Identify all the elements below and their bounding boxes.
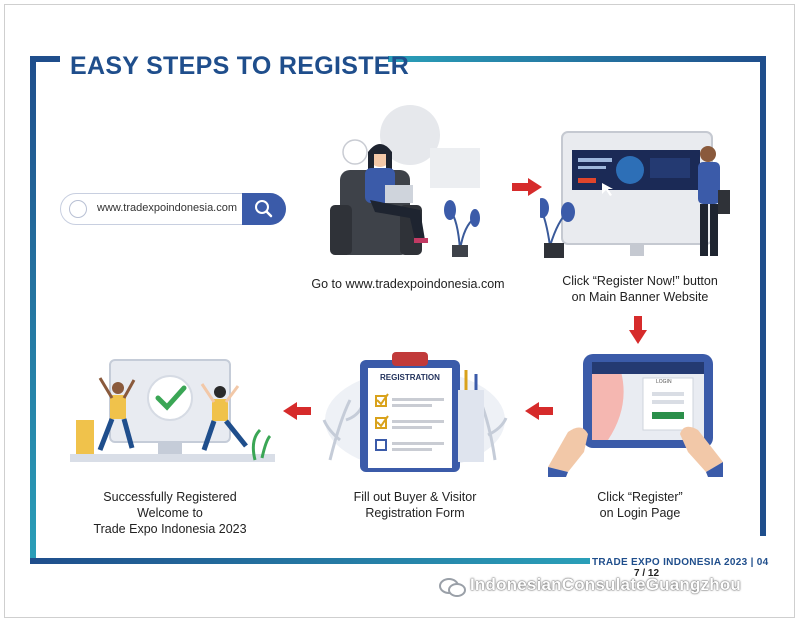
frame-top-left [30, 56, 60, 62]
search-icon [255, 200, 273, 218]
frame-right [760, 56, 766, 536]
step3-caption-line: on Login Page [599, 506, 681, 520]
step5-caption-line: Successfully Registered [103, 490, 237, 504]
step4-caption-line: Registration Form [365, 506, 465, 520]
step3-illustration [548, 354, 723, 477]
watermark-text: IndonesianConsulateGuangzhou [470, 575, 741, 594]
form-heading: REGISTRATION [380, 373, 440, 382]
search-bar[interactable]: www.tradexpoindonesia.com [60, 193, 286, 225]
arrow-down-icon [629, 316, 647, 344]
step5-caption: Successfully Registered Welcome to Trade… [70, 489, 270, 537]
step3-caption-line: Click “Register” [597, 490, 683, 504]
step5-illustration [70, 359, 275, 462]
step2-illustration [540, 131, 730, 258]
page-card [4, 4, 795, 618]
page-title: EASY STEPS TO REGISTER [70, 52, 410, 80]
globe-icon [69, 200, 87, 218]
step4-caption-line: Fill out Buyer & Visitor [353, 490, 477, 504]
step4-illustration [322, 352, 508, 472]
arrow-right-icon [512, 178, 542, 196]
search-button[interactable] [242, 193, 286, 225]
step2-caption-line: Click “Register Now!” button [562, 274, 718, 288]
wechat-icon [439, 578, 466, 597]
search-url-text: www.tradexpoindonesia.com [97, 202, 238, 214]
step2-caption-line: on Main Banner Website [571, 290, 709, 304]
arrow-left-icon [283, 402, 311, 420]
step1-caption: Go to www.tradexpoindonesia.com [298, 276, 518, 292]
step5-caption-line: Welcome to [137, 506, 203, 520]
frame-top-right [388, 56, 766, 62]
frame-left [30, 56, 36, 564]
login-heading: LOGIN [656, 379, 672, 385]
step1-caption-line: Go to www.tradexpoindonesia.com [311, 277, 505, 291]
step3-caption: Click “Register” on Login Page [560, 489, 720, 521]
page-indicator: 7 / 12 [634, 568, 660, 579]
step4-caption: Fill out Buyer & Visitor Registration Fo… [320, 489, 510, 521]
step1-illustration [330, 105, 480, 257]
frame-bottom [30, 558, 590, 564]
step5-caption-line: Trade Expo Indonesia 2023 [93, 522, 247, 536]
step2-caption: Click “Register Now!” button on Main Ban… [540, 273, 740, 305]
footer-text: TRADE EXPO INDONESIA 2023 | 04 [592, 557, 769, 568]
arrow-left-icon [525, 402, 553, 420]
